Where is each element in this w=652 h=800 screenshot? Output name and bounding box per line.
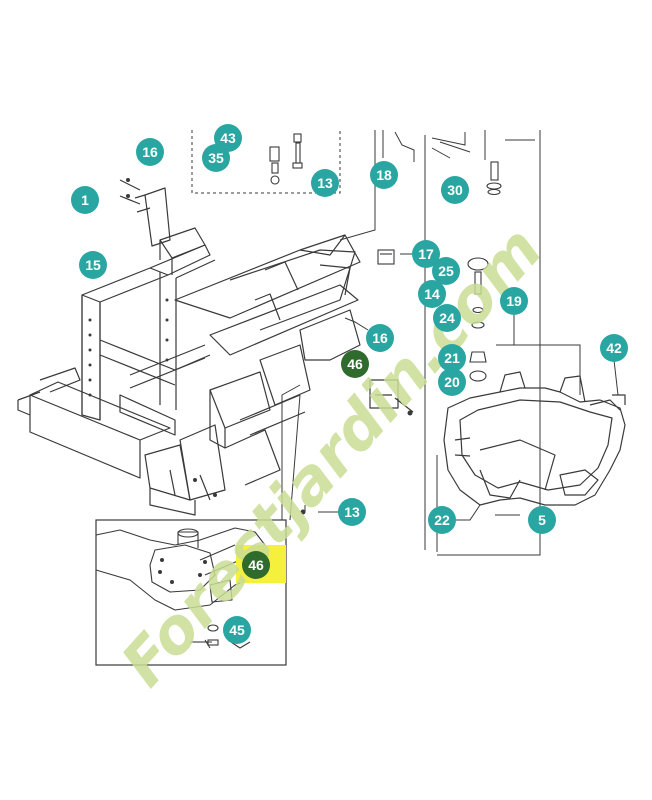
svg-text:21: 21	[444, 350, 460, 366]
callout-45[interactable]: 45	[223, 616, 251, 644]
svg-text:16: 16	[372, 330, 388, 346]
svg-text:46: 46	[248, 557, 264, 573]
svg-text:20: 20	[444, 374, 460, 390]
svg-text:15: 15	[85, 257, 101, 273]
svg-text:19: 19	[506, 293, 522, 309]
callout-22[interactable]: 22	[428, 506, 456, 534]
callout-46-frame[interactable]: 46	[341, 350, 369, 378]
svg-text:16: 16	[142, 144, 158, 160]
callout-16-mid[interactable]: 16	[366, 324, 394, 352]
callout-20[interactable]: 20	[438, 368, 466, 396]
kit-box	[191, 130, 341, 194]
callout-15[interactable]: 15	[79, 251, 107, 279]
callout-24[interactable]: 24	[433, 304, 461, 332]
watermark: Forestjardin.com	[107, 213, 556, 700]
svg-text:35: 35	[208, 150, 224, 166]
leader-lines	[240, 130, 619, 556]
watermark-text: Forestjardin.com	[107, 213, 556, 700]
svg-text:45: 45	[229, 622, 245, 638]
frame-holes	[88, 178, 413, 515]
callout-21[interactable]: 21	[438, 344, 466, 372]
callout-25[interactable]: 25	[432, 257, 460, 285]
callout-42[interactable]: 42	[600, 334, 628, 362]
svg-text:22: 22	[434, 512, 450, 528]
callout-30[interactable]: 30	[441, 176, 469, 204]
tank-tray-drawing	[443, 371, 626, 506]
svg-text:25: 25	[438, 263, 454, 279]
svg-text:17: 17	[418, 246, 434, 262]
callout-13-bottom[interactable]: 13	[338, 498, 366, 526]
svg-text:5: 5	[538, 512, 546, 528]
callout-14[interactable]: 14	[418, 280, 446, 308]
callout-1[interactable]: 1	[71, 186, 99, 214]
svg-text:43: 43	[220, 130, 236, 146]
callout-5[interactable]: 5	[528, 506, 556, 534]
svg-text:1: 1	[81, 192, 89, 208]
callout-13-top[interactable]: 13	[311, 169, 339, 197]
svg-text:13: 13	[344, 504, 360, 520]
callout-46-inset[interactable]: 46	[242, 551, 270, 579]
main-frame-drawing	[17, 187, 414, 516]
svg-text:30: 30	[447, 182, 463, 198]
svg-text:46: 46	[347, 356, 363, 372]
bolt-pair	[119, 179, 141, 205]
callout-19[interactable]: 19	[500, 287, 528, 315]
callout-17[interactable]: 17	[412, 240, 440, 268]
callout-18[interactable]: 18	[370, 161, 398, 189]
svg-text:13: 13	[317, 175, 333, 191]
svg-text:42: 42	[606, 340, 622, 356]
callouts: 1 5 13 13 14 15 16 16 17 18 19	[71, 124, 628, 644]
svg-text:18: 18	[376, 167, 392, 183]
callout-43[interactable]: 43	[214, 124, 242, 152]
svg-text:14: 14	[424, 286, 440, 302]
hardware-stack	[377, 161, 502, 382]
callout-16-top[interactable]: 16	[136, 138, 164, 166]
svg-text:24: 24	[439, 310, 455, 326]
